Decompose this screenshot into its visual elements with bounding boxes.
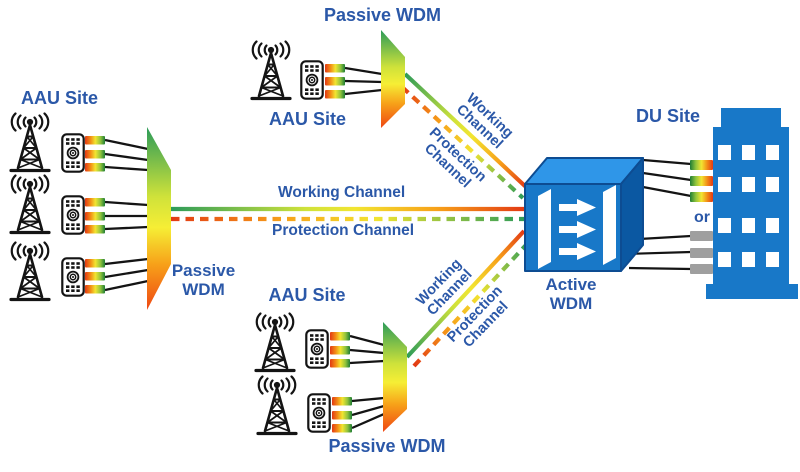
passive-wdm-prism-left (147, 127, 171, 310)
label-aau-site-top: AAU Site (268, 109, 346, 129)
label-aau-site-bottom: AAU Site (268, 285, 346, 305)
du-connectors (690, 160, 713, 274)
aau-fiber-lines-left (104, 138, 149, 292)
working-channel-line-top (403, 72, 528, 189)
label-wdm-word: WDM (182, 280, 225, 300)
gray-connector (690, 264, 713, 274)
label-passive-wdm-bottom: Passive WDM (328, 436, 446, 456)
label-aau-site-left: AAU Site (20, 88, 98, 108)
radio-unit-icon (61, 133, 85, 173)
aau-fiber-lines-top (344, 66, 383, 96)
transceiver-bars (85, 64, 352, 433)
radio-unit-icon (61, 257, 85, 297)
gray-connector (690, 231, 713, 241)
arrow-right-icon (559, 221, 596, 238)
label-working-channel: Working Channel (278, 184, 406, 201)
radio-unit-icon (300, 60, 324, 100)
aau-fiber-lines-bottom (349, 334, 385, 430)
protection-channel-line-bottom (412, 243, 528, 368)
label-active-wdm: Active WDM (527, 275, 615, 313)
label-passive-word: Passive (171, 261, 236, 280)
label-du-site: DU Site (635, 106, 700, 126)
radio-unit-icon (305, 329, 329, 369)
label-protection-channel: Protection Channel (272, 222, 415, 239)
cell-tower-icon (9, 111, 51, 173)
label-or: or (694, 209, 710, 226)
arrow-right-icon (559, 243, 596, 260)
du-building (706, 108, 798, 299)
cell-tower-icon (9, 240, 51, 302)
radio-unit-icon (61, 195, 85, 235)
cell-tower-icon (9, 173, 51, 235)
radio-unit-icon (307, 393, 331, 433)
passive-wdm-prism-top (381, 30, 405, 128)
mux-glyph (538, 185, 616, 269)
label-passive-wdm-left: Passive WDM (166, 261, 241, 299)
cell-tower-icon (256, 374, 298, 436)
passive-wdm-prism-bottom (383, 322, 407, 432)
cell-tower-icon (250, 39, 292, 101)
protection-channel-line-top (400, 85, 525, 200)
label-wdm-word: WDM (549, 294, 593, 314)
cell-tower-icon (254, 311, 296, 373)
gray-connector (690, 248, 713, 258)
building-windows (718, 145, 779, 267)
label-passive-wdm-top: Passive WDM (323, 5, 442, 25)
arrow-right-icon (559, 199, 596, 216)
working-channel-line-bottom (405, 229, 526, 359)
label-active-word: Active (545, 275, 597, 294)
